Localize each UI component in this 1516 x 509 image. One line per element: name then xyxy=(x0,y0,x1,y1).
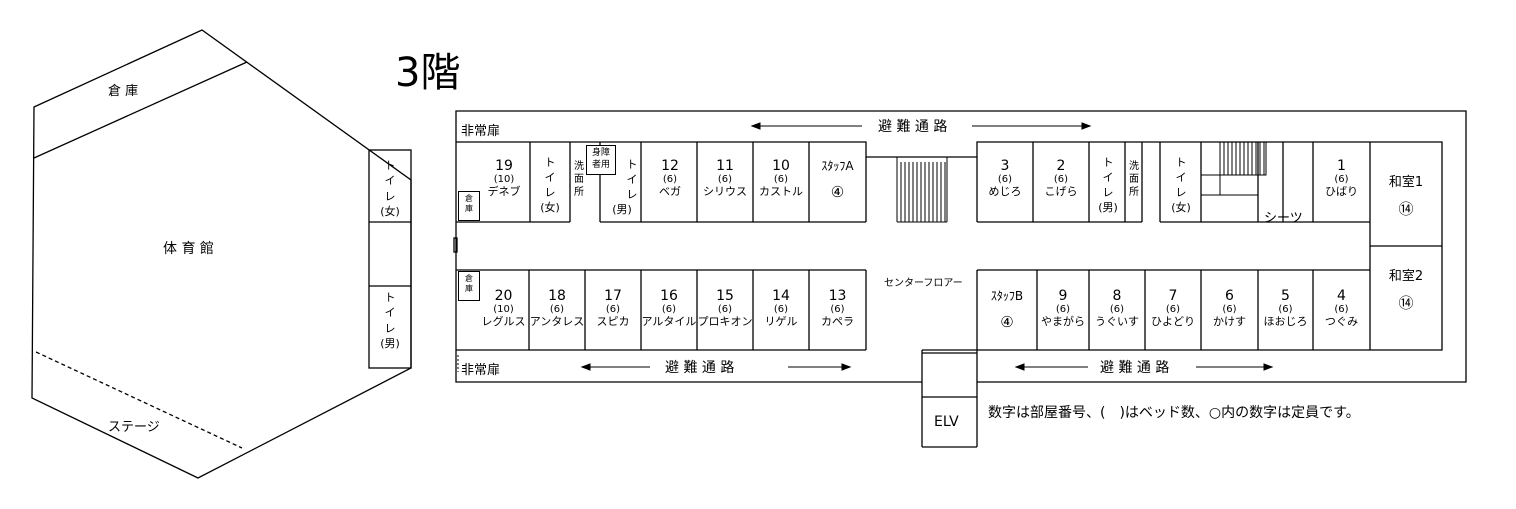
room-13: 13 (6) カペラ xyxy=(821,288,854,328)
emergency-door-bottom: 非常扉 xyxy=(461,363,501,378)
elevator-label: ELV xyxy=(934,414,959,430)
room-9: 9 (6) やまがら xyxy=(1041,288,1085,328)
toilet-women-1: ト イ レ (女) xyxy=(540,156,560,214)
room-5: 5 (6) ほおじろ xyxy=(1263,288,1308,328)
room-19: 19 (10) デネブ xyxy=(487,158,521,198)
room-7: 7 (6) ひよどり xyxy=(1151,288,1195,328)
gym-stage-label: ステージ xyxy=(108,420,160,435)
washroom-right: 洗 面 所 xyxy=(1129,161,1139,198)
gym-stage-line xyxy=(35,351,243,449)
room-washitsu-1: 和室1 ⑭ xyxy=(1388,175,1424,218)
gym-hall-label: 体 育 館 xyxy=(163,241,214,257)
toilet-men-2: ト イ レ (男) xyxy=(1098,156,1118,214)
building-outline xyxy=(455,110,1467,383)
evac-route-bottom-left: 避 難 通 路 xyxy=(665,360,735,376)
room-10: 10 (6) カストル xyxy=(759,158,803,198)
room-2: 2 (6) こげら xyxy=(1044,158,1078,198)
small-storage-bottom: 倉 庫 xyxy=(458,271,480,301)
gym-toilet-men: ト イ レ (男) xyxy=(380,291,400,351)
central-stairs xyxy=(896,157,948,223)
room-washitsu-2: 和室2 ⑭ xyxy=(1388,269,1424,312)
room-staff-b: ｽﾀｯﾌB ④ xyxy=(990,289,1024,331)
right-stairs xyxy=(1201,142,1267,196)
center-floor-label: センターフロアー xyxy=(884,278,963,289)
room-20: 20 (10) レグルス xyxy=(481,288,526,328)
toilet-men-1: ト イ レ (男) xyxy=(612,158,638,216)
gym-storage-label: 倉 庫 xyxy=(108,84,139,99)
emergency-door-top: 非常扉 xyxy=(461,124,501,139)
evac-arrows xyxy=(457,122,1274,372)
room-12: 12 (6) ベガ xyxy=(659,158,681,198)
accessible-toilet-box: 身障 者用 xyxy=(586,145,616,175)
room-11: 11 (6) シリウス xyxy=(703,158,747,198)
sheets-label: シーツ xyxy=(1264,211,1303,226)
room-15: 15 (6) プロキオン xyxy=(697,288,753,328)
floor-title: 3階 xyxy=(395,50,461,96)
gym-toilet-women: ト イ レ (女) xyxy=(380,159,400,219)
room-6: 6 (6) かけす xyxy=(1213,288,1246,328)
evac-route-bottom-right: 避 難 通 路 xyxy=(1100,360,1170,376)
small-storage-top: 倉 庫 xyxy=(458,191,480,221)
evac-route-top: 避 難 通 路 xyxy=(878,119,948,135)
room-14: 14 (6) リゲル xyxy=(764,288,798,328)
washroom-left: 洗 面 所 xyxy=(574,161,584,198)
toilet-women-2: ト イ レ (女) xyxy=(1171,156,1191,214)
legend-note: 数字は部屋番号、( )はベッド数、○内の数字は定員です。 xyxy=(988,405,1360,421)
room-staff-a: ｽﾀｯﾌA ④ xyxy=(821,159,854,201)
room-17: 17 (6) スピカ xyxy=(596,288,630,328)
room-3: 3 (6) めじろ xyxy=(988,158,1022,198)
room-16: 16 (6) アルタイル xyxy=(641,288,697,328)
room-1: 1 (6) ひばり xyxy=(1325,158,1358,198)
room-4: 4 (6) つぐみ xyxy=(1324,288,1359,328)
gym-toilet-wall xyxy=(368,149,412,369)
gym-storage-wall xyxy=(33,61,248,159)
room-18: 18 (6) アンタレス xyxy=(529,288,585,328)
gym-outline xyxy=(31,29,412,479)
room-8: 8 (6) うぐいす xyxy=(1095,288,1139,328)
